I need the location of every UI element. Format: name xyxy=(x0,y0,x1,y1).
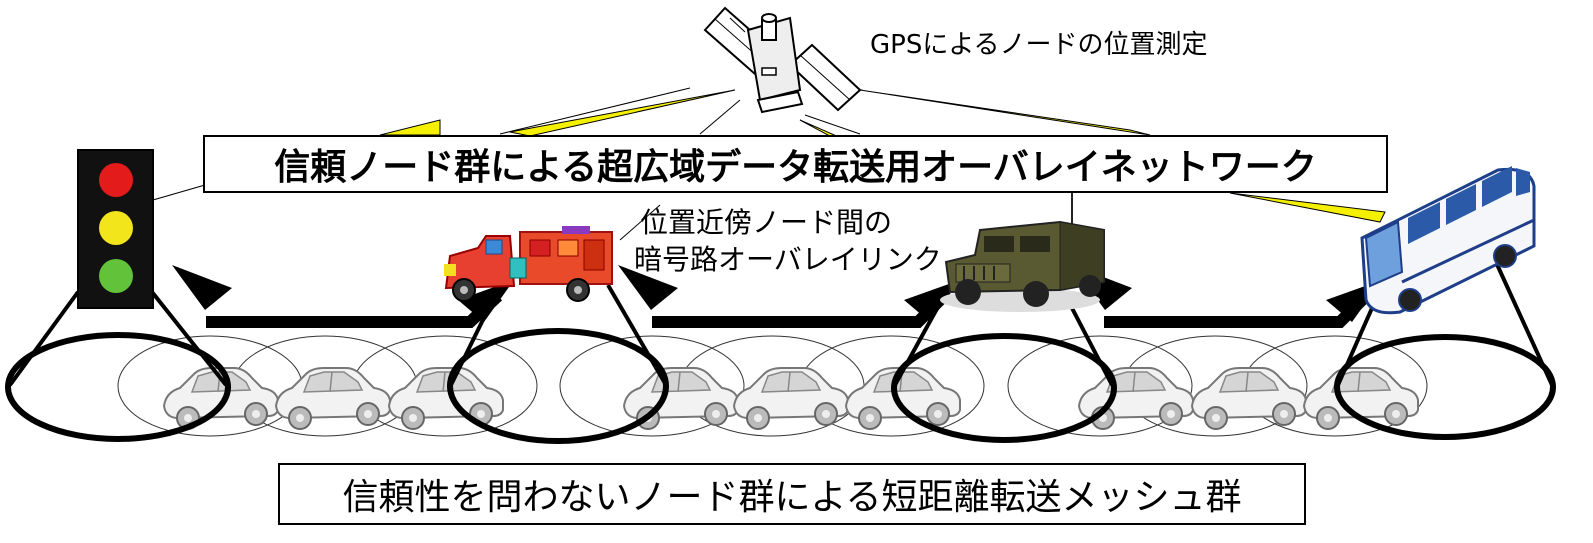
car-icon xyxy=(1191,367,1307,430)
mesh-ellipse xyxy=(559,335,745,437)
traffic-light-icon xyxy=(77,149,154,309)
car-icon xyxy=(388,367,504,430)
group-ellipse xyxy=(1334,334,1556,440)
military-vehicle-icon xyxy=(940,190,1105,312)
mesh-ellipse xyxy=(1007,335,1193,437)
truck-icon xyxy=(444,226,613,302)
gps-beam-overlay xyxy=(509,89,736,137)
cars xyxy=(163,367,1419,430)
overlay-network-box: 信頼ノード群による超広域データ転送用オーバレイネットワーク xyxy=(203,135,1388,193)
car-icon xyxy=(845,367,961,430)
gps-beam-bus xyxy=(1229,192,1386,223)
car-icon xyxy=(275,367,391,430)
group-ellipse xyxy=(447,328,669,444)
gps-beam-left xyxy=(379,119,441,136)
mesh-group-box: 信頼性を問わないノード群による短距離転送メッシュ群 xyxy=(278,463,1306,525)
overlay-link-label-line2: 暗号路オーバレイリンク xyxy=(634,243,942,276)
overlay-arrow-middle xyxy=(652,291,949,328)
gps-label: GPSによるノードの位置測定 xyxy=(870,30,1208,60)
gps-beam-right xyxy=(859,89,1151,136)
group-ellipse xyxy=(5,332,231,442)
overlay-arrow-left xyxy=(206,291,503,328)
overlay-link-arrows xyxy=(172,265,1382,328)
group-ellipse xyxy=(891,333,1117,443)
overlay-network-label: 信頼ノード群による超広域データ転送用オーバレイネットワーク xyxy=(274,147,1317,188)
bus-icon xyxy=(1360,166,1536,315)
overlay-link-label-line1: 位置近傍ノード間の xyxy=(640,206,893,239)
mesh-group-label: 信頼性を問わないノード群による短距離転送メッシュ群 xyxy=(342,477,1242,518)
car-icon xyxy=(733,367,849,430)
satellite-icon xyxy=(703,6,862,114)
